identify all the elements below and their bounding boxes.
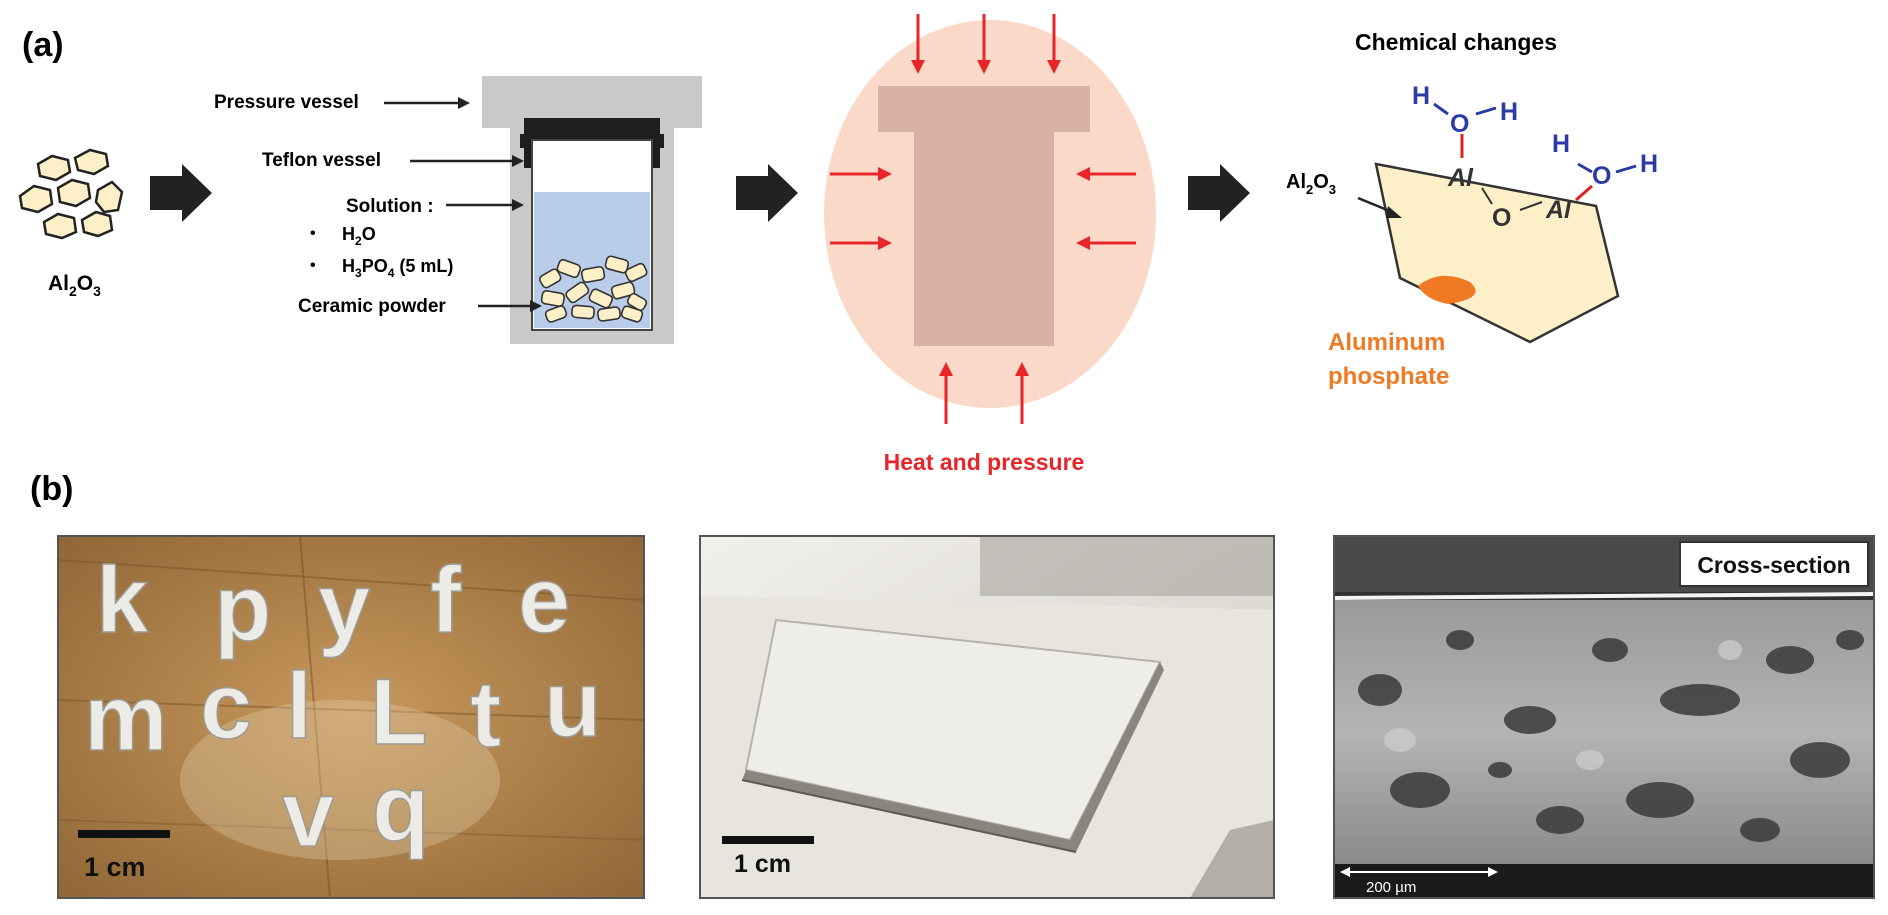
pressure-vessel <box>482 76 702 344</box>
aluminum-label: Aluminum <box>1328 329 1445 356</box>
printed-letter: f <box>430 547 462 652</box>
h3po4-bullet: • <box>310 257 316 274</box>
aluminum-phosphate-layer <box>1418 275 1476 304</box>
printed-letter: c <box>200 653 252 758</box>
panel-b-letter: (b) <box>30 470 73 508</box>
process-arrow-1 <box>150 164 212 222</box>
al2o3-particles <box>18 148 124 240</box>
printed-letter: L <box>370 659 427 764</box>
printed-letter: u <box>544 651 601 756</box>
photo-printed-letters: k p y f e m c l L t u v q 1 cm <box>57 535 645 899</box>
atom-al: Al <box>1447 164 1474 192</box>
printed-letter: m <box>84 665 168 770</box>
photo-ceramic-sheet: 1 cm <box>700 536 1274 898</box>
atom-o: O <box>1592 162 1611 190</box>
h3po4-label: H3PO4 (5 mL) <box>342 256 453 280</box>
crystal-pointer <box>1357 196 1393 214</box>
scale-bar-1 <box>78 830 170 838</box>
printed-letter: q <box>372 755 429 860</box>
sem-cross-section: 200 µm Cross-section <box>1333 536 1875 898</box>
atom-o: O <box>1450 110 1469 138</box>
atom-o: O <box>1492 204 1511 232</box>
alumina-crystal <box>1374 162 1620 344</box>
pressure-arrows <box>830 14 1136 424</box>
scale-bar-2 <box>722 836 814 844</box>
atom-h: H <box>1500 98 1518 126</box>
printed-letter: l <box>286 653 312 758</box>
printed-letter: p <box>214 555 271 660</box>
cross-section-label: Cross-section <box>1697 552 1850 578</box>
heat-pressure-chamber <box>824 20 1156 408</box>
atom-h: H <box>1552 130 1570 158</box>
h2o-bullet: • <box>310 225 316 242</box>
scale-bar-2-label: 1 cm <box>734 850 791 878</box>
process-arrow-2 <box>736 164 798 222</box>
atom-h: H <box>1412 82 1430 110</box>
ceramic-powder <box>539 255 648 323</box>
phosphate-label: phosphate <box>1328 363 1449 390</box>
teflon-vessel-label: Teflon vessel <box>262 150 381 171</box>
heat-pressure-label: Heat and pressure <box>884 449 1085 475</box>
chemical-changes-title: Chemical changes <box>1355 29 1557 55</box>
al2o3-label: Al2O3 <box>48 272 101 299</box>
printed-letter: y <box>318 553 370 658</box>
solution-label: Solution : <box>346 196 434 217</box>
ceramic-powder-label: Ceramic powder <box>298 296 446 317</box>
h2o-label: H2O <box>342 224 376 248</box>
panel-a-letter: (a) <box>22 26 64 64</box>
printed-letter: k <box>96 547 149 652</box>
printed-letter: v <box>282 761 334 866</box>
printed-letter: e <box>518 547 570 652</box>
printed-letter: t <box>470 661 501 766</box>
atom-h: H <box>1640 150 1658 178</box>
process-arrow-3 <box>1188 164 1250 222</box>
scale-bar-3-label: 200 µm <box>1366 879 1416 896</box>
pressure-vessel-label: Pressure vessel <box>214 92 359 113</box>
crystal-al2o3-label: Al2O3 <box>1286 171 1336 197</box>
atom-al: Al <box>1545 196 1572 224</box>
scale-bar-1-label: 1 cm <box>84 852 146 882</box>
molecule-bonds <box>1433 102 1637 211</box>
molecule-atoms: H O H Al O Al H O H <box>1412 82 1658 232</box>
